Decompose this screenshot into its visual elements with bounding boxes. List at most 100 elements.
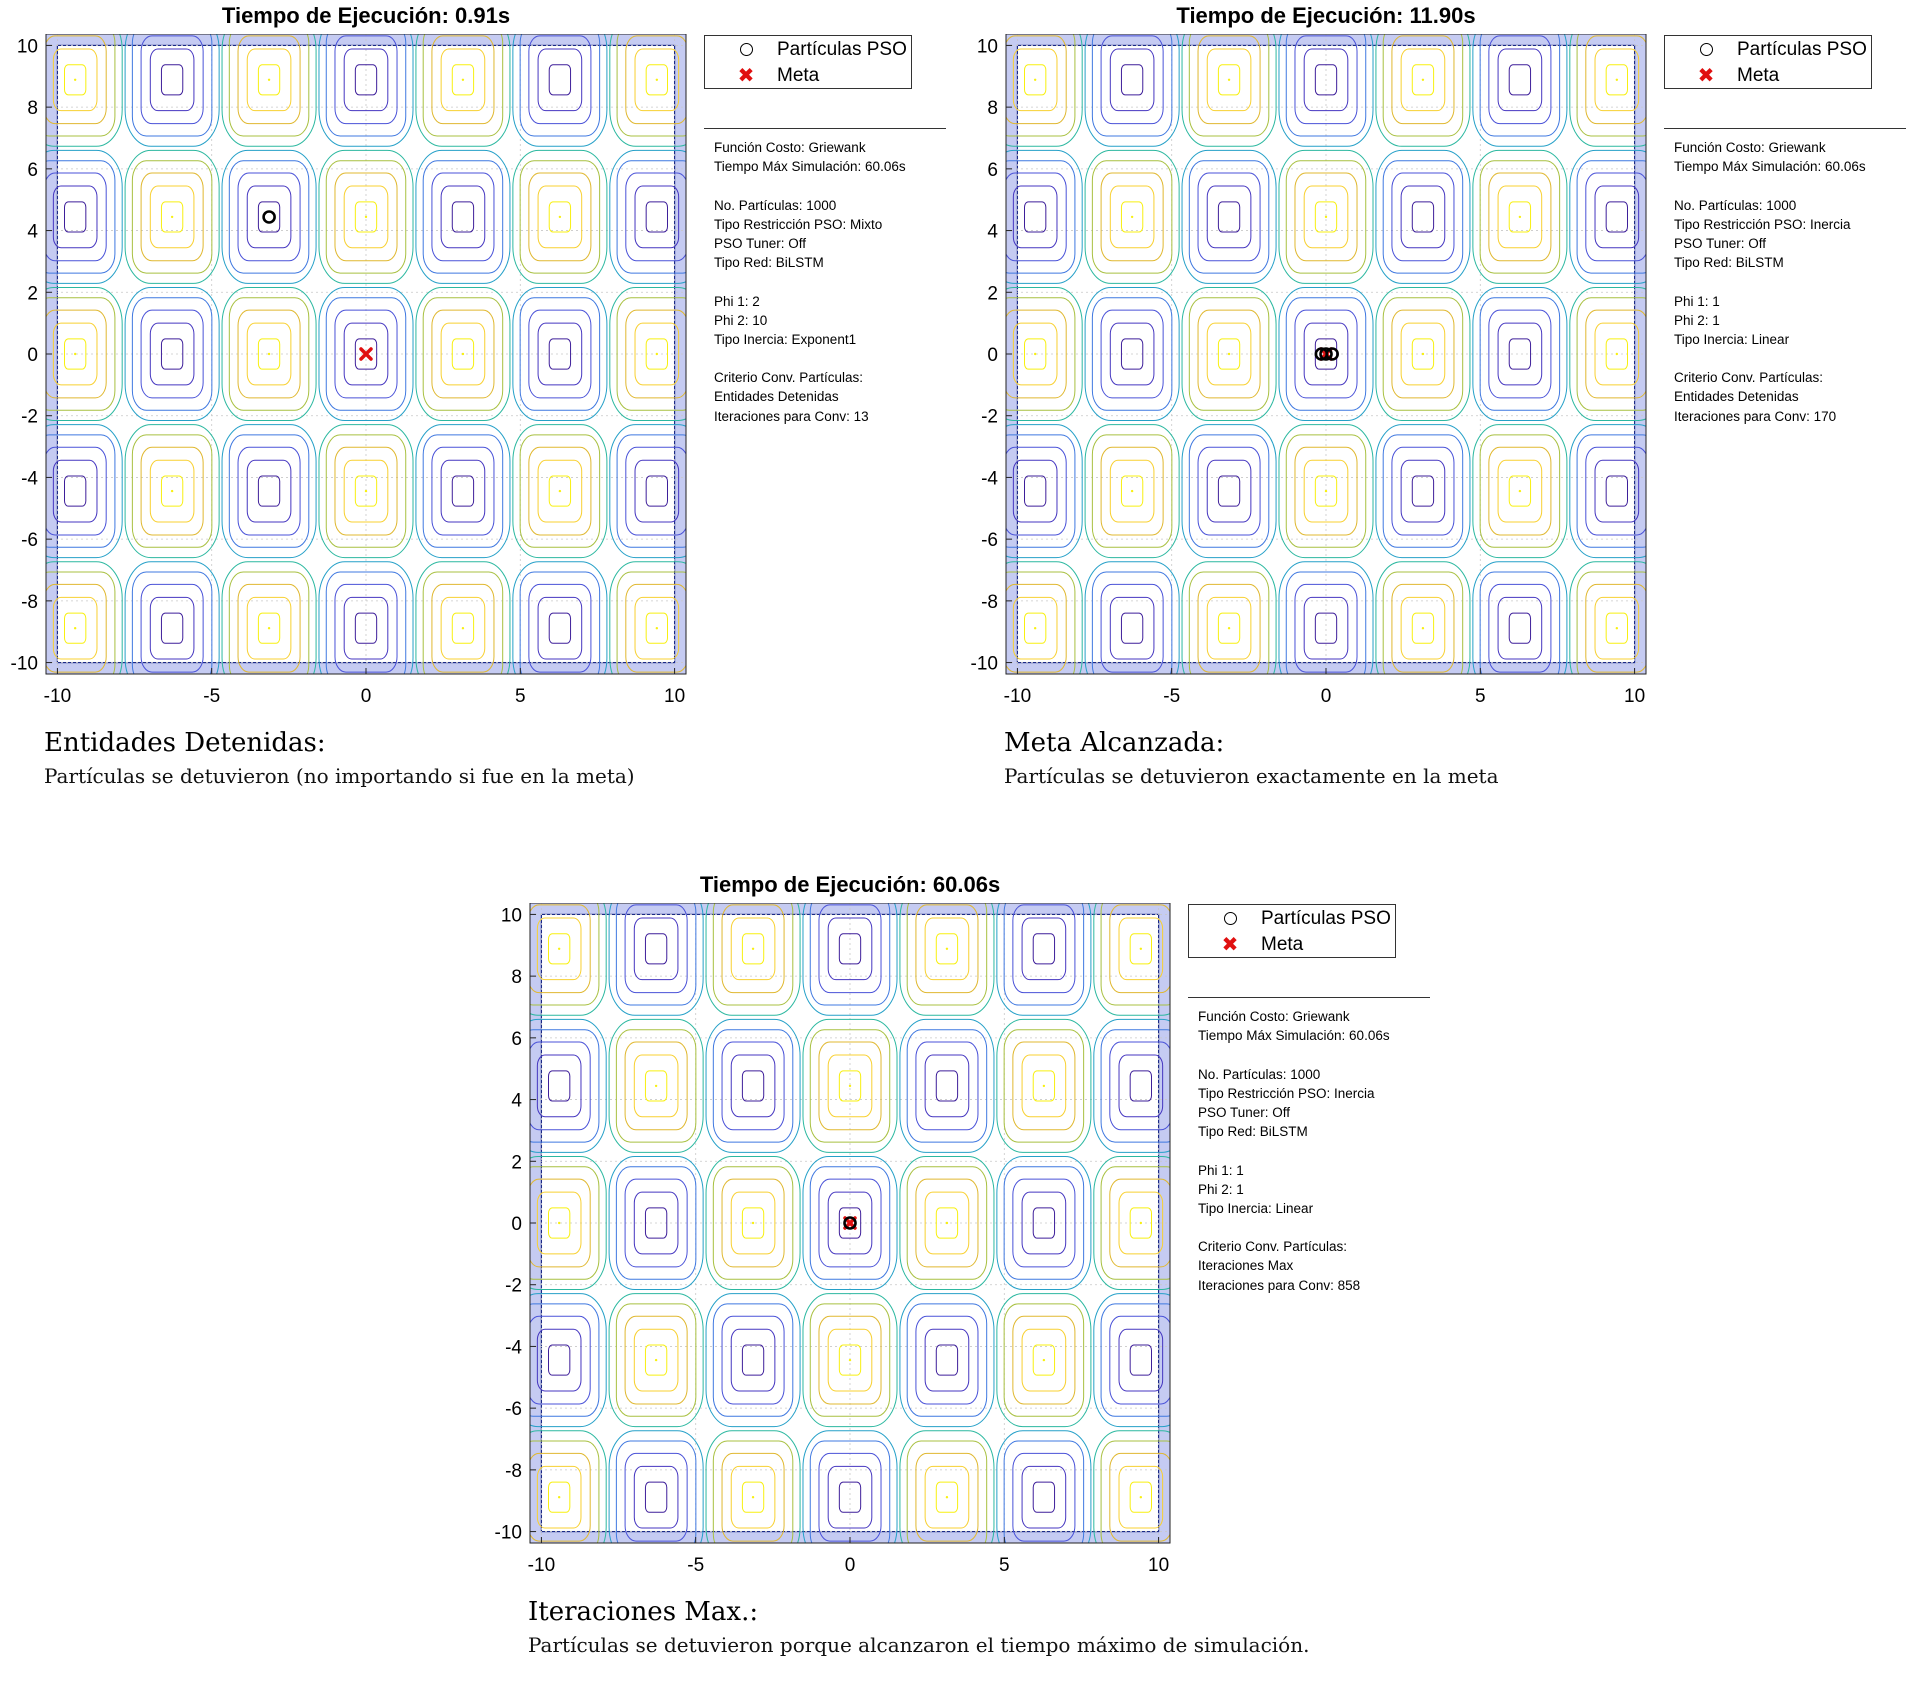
contour-line bbox=[548, 64, 572, 96]
contour-line bbox=[1278, 561, 1374, 674]
contour-line bbox=[484, 1042, 493, 1130]
contour-line bbox=[530, 1440, 600, 1543]
contour-line bbox=[431, 446, 495, 536]
contour-line bbox=[1479, 571, 1561, 674]
contour-line bbox=[1206, 322, 1252, 386]
y-tick-label: 4 bbox=[511, 1091, 522, 1112]
contour-line bbox=[1084, 287, 1180, 421]
contour-peak bbox=[1139, 947, 1143, 951]
contour-line bbox=[608, 1156, 704, 1290]
contour-line bbox=[1109, 1315, 1170, 1405]
contour-line bbox=[44, 721, 106, 724]
contour-line bbox=[124, 561, 220, 674]
contour-line bbox=[1084, 561, 1180, 674]
contour-line bbox=[712, 1029, 794, 1143]
contour-line bbox=[1084, 149, 1180, 284]
circle-marker-icon bbox=[1695, 37, 1717, 63]
contour-line bbox=[705, 1156, 801, 1290]
contour-line bbox=[46, 297, 116, 411]
contour-line bbox=[1006, 583, 1067, 673]
contour-line bbox=[451, 612, 475, 644]
contour-line bbox=[1181, 287, 1277, 421]
info-line: PSO Tuner: Off bbox=[1674, 235, 1767, 251]
contour-line bbox=[484, 1590, 493, 1593]
contour-line bbox=[440, 185, 486, 249]
contour-line bbox=[140, 446, 204, 536]
contour-line bbox=[1278, 287, 1374, 421]
contour-line bbox=[1109, 904, 1170, 994]
contour-line bbox=[354, 64, 378, 96]
contour-line bbox=[616, 297, 686, 411]
contour-line bbox=[827, 1328, 873, 1392]
contour-line bbox=[616, 434, 686, 548]
contour-peak bbox=[170, 215, 174, 219]
contour-line bbox=[1129, 1481, 1152, 1513]
contour-line bbox=[1100, 172, 1164, 262]
contour-line bbox=[519, 434, 601, 548]
contour-line bbox=[1021, 1465, 1067, 1529]
contour-line bbox=[318, 424, 414, 559]
contour-line bbox=[537, 48, 583, 112]
contour-line bbox=[633, 1465, 679, 1529]
contour-line bbox=[160, 338, 184, 370]
contour-line bbox=[634, 596, 680, 660]
y-tick-label: 0 bbox=[987, 345, 998, 366]
contour-line bbox=[1400, 48, 1446, 112]
contour-line bbox=[536, 1054, 582, 1118]
contour-line bbox=[818, 1178, 882, 1268]
contour-line bbox=[1391, 309, 1455, 399]
contour-line bbox=[1295, 721, 1357, 724]
contour-line bbox=[548, 1481, 571, 1513]
y-tick-label: -8 bbox=[21, 592, 38, 613]
contour-line bbox=[730, 1465, 776, 1529]
contour-line bbox=[1091, 571, 1173, 674]
contour-line bbox=[1314, 64, 1338, 96]
info-line bbox=[714, 272, 906, 291]
contour-line bbox=[548, 1207, 571, 1239]
contour-peak bbox=[1042, 1358, 1046, 1362]
contour-line bbox=[160, 201, 184, 233]
contour-peak bbox=[1033, 352, 1037, 356]
contour-peak bbox=[1324, 489, 1328, 493]
contour-peak bbox=[73, 626, 77, 630]
contour-lines bbox=[0, 34, 686, 724]
contour-line bbox=[0, 34, 18, 136]
contour-line bbox=[0, 161, 18, 273]
contour-line bbox=[530, 903, 607, 1016]
contour-line bbox=[257, 475, 281, 507]
contour-line bbox=[809, 1166, 891, 1280]
contour-line bbox=[988, 699, 1082, 724]
contour-line bbox=[141, 721, 203, 724]
x-tick-label: -5 bbox=[203, 686, 220, 707]
contour-line bbox=[906, 1303, 988, 1417]
contour-line bbox=[1479, 34, 1561, 137]
contour-line bbox=[257, 64, 281, 96]
contour-line bbox=[512, 561, 608, 674]
contour-line bbox=[615, 1303, 697, 1417]
contour-line bbox=[960, 447, 969, 535]
contour-line bbox=[1006, 571, 1076, 674]
legend-entry-goal: ✖ Meta bbox=[705, 63, 911, 89]
contour-line bbox=[1129, 1070, 1152, 1102]
contour-line bbox=[1012, 1452, 1076, 1542]
contour-line bbox=[530, 1041, 591, 1131]
contour-line bbox=[1032, 1207, 1056, 1239]
contour-line bbox=[1109, 1178, 1170, 1268]
contour-line bbox=[334, 172, 398, 262]
contour-line bbox=[1375, 287, 1471, 421]
contour-line bbox=[1120, 612, 1144, 644]
contour-line bbox=[1093, 1430, 1170, 1543]
contour-line bbox=[721, 1178, 785, 1268]
contour-line bbox=[432, 721, 494, 724]
contour-line bbox=[124, 149, 220, 284]
y-tick-label: 10 bbox=[501, 905, 522, 926]
contour-line bbox=[64, 201, 87, 233]
contour-line bbox=[1472, 287, 1568, 421]
contour-line bbox=[131, 160, 213, 274]
contour-line bbox=[512, 424, 608, 559]
y-tick-label: 2 bbox=[511, 1152, 522, 1173]
contour-line bbox=[1508, 64, 1532, 96]
contour-line bbox=[64, 475, 87, 507]
contour-line bbox=[1100, 309, 1164, 399]
contour-line bbox=[809, 903, 891, 1006]
